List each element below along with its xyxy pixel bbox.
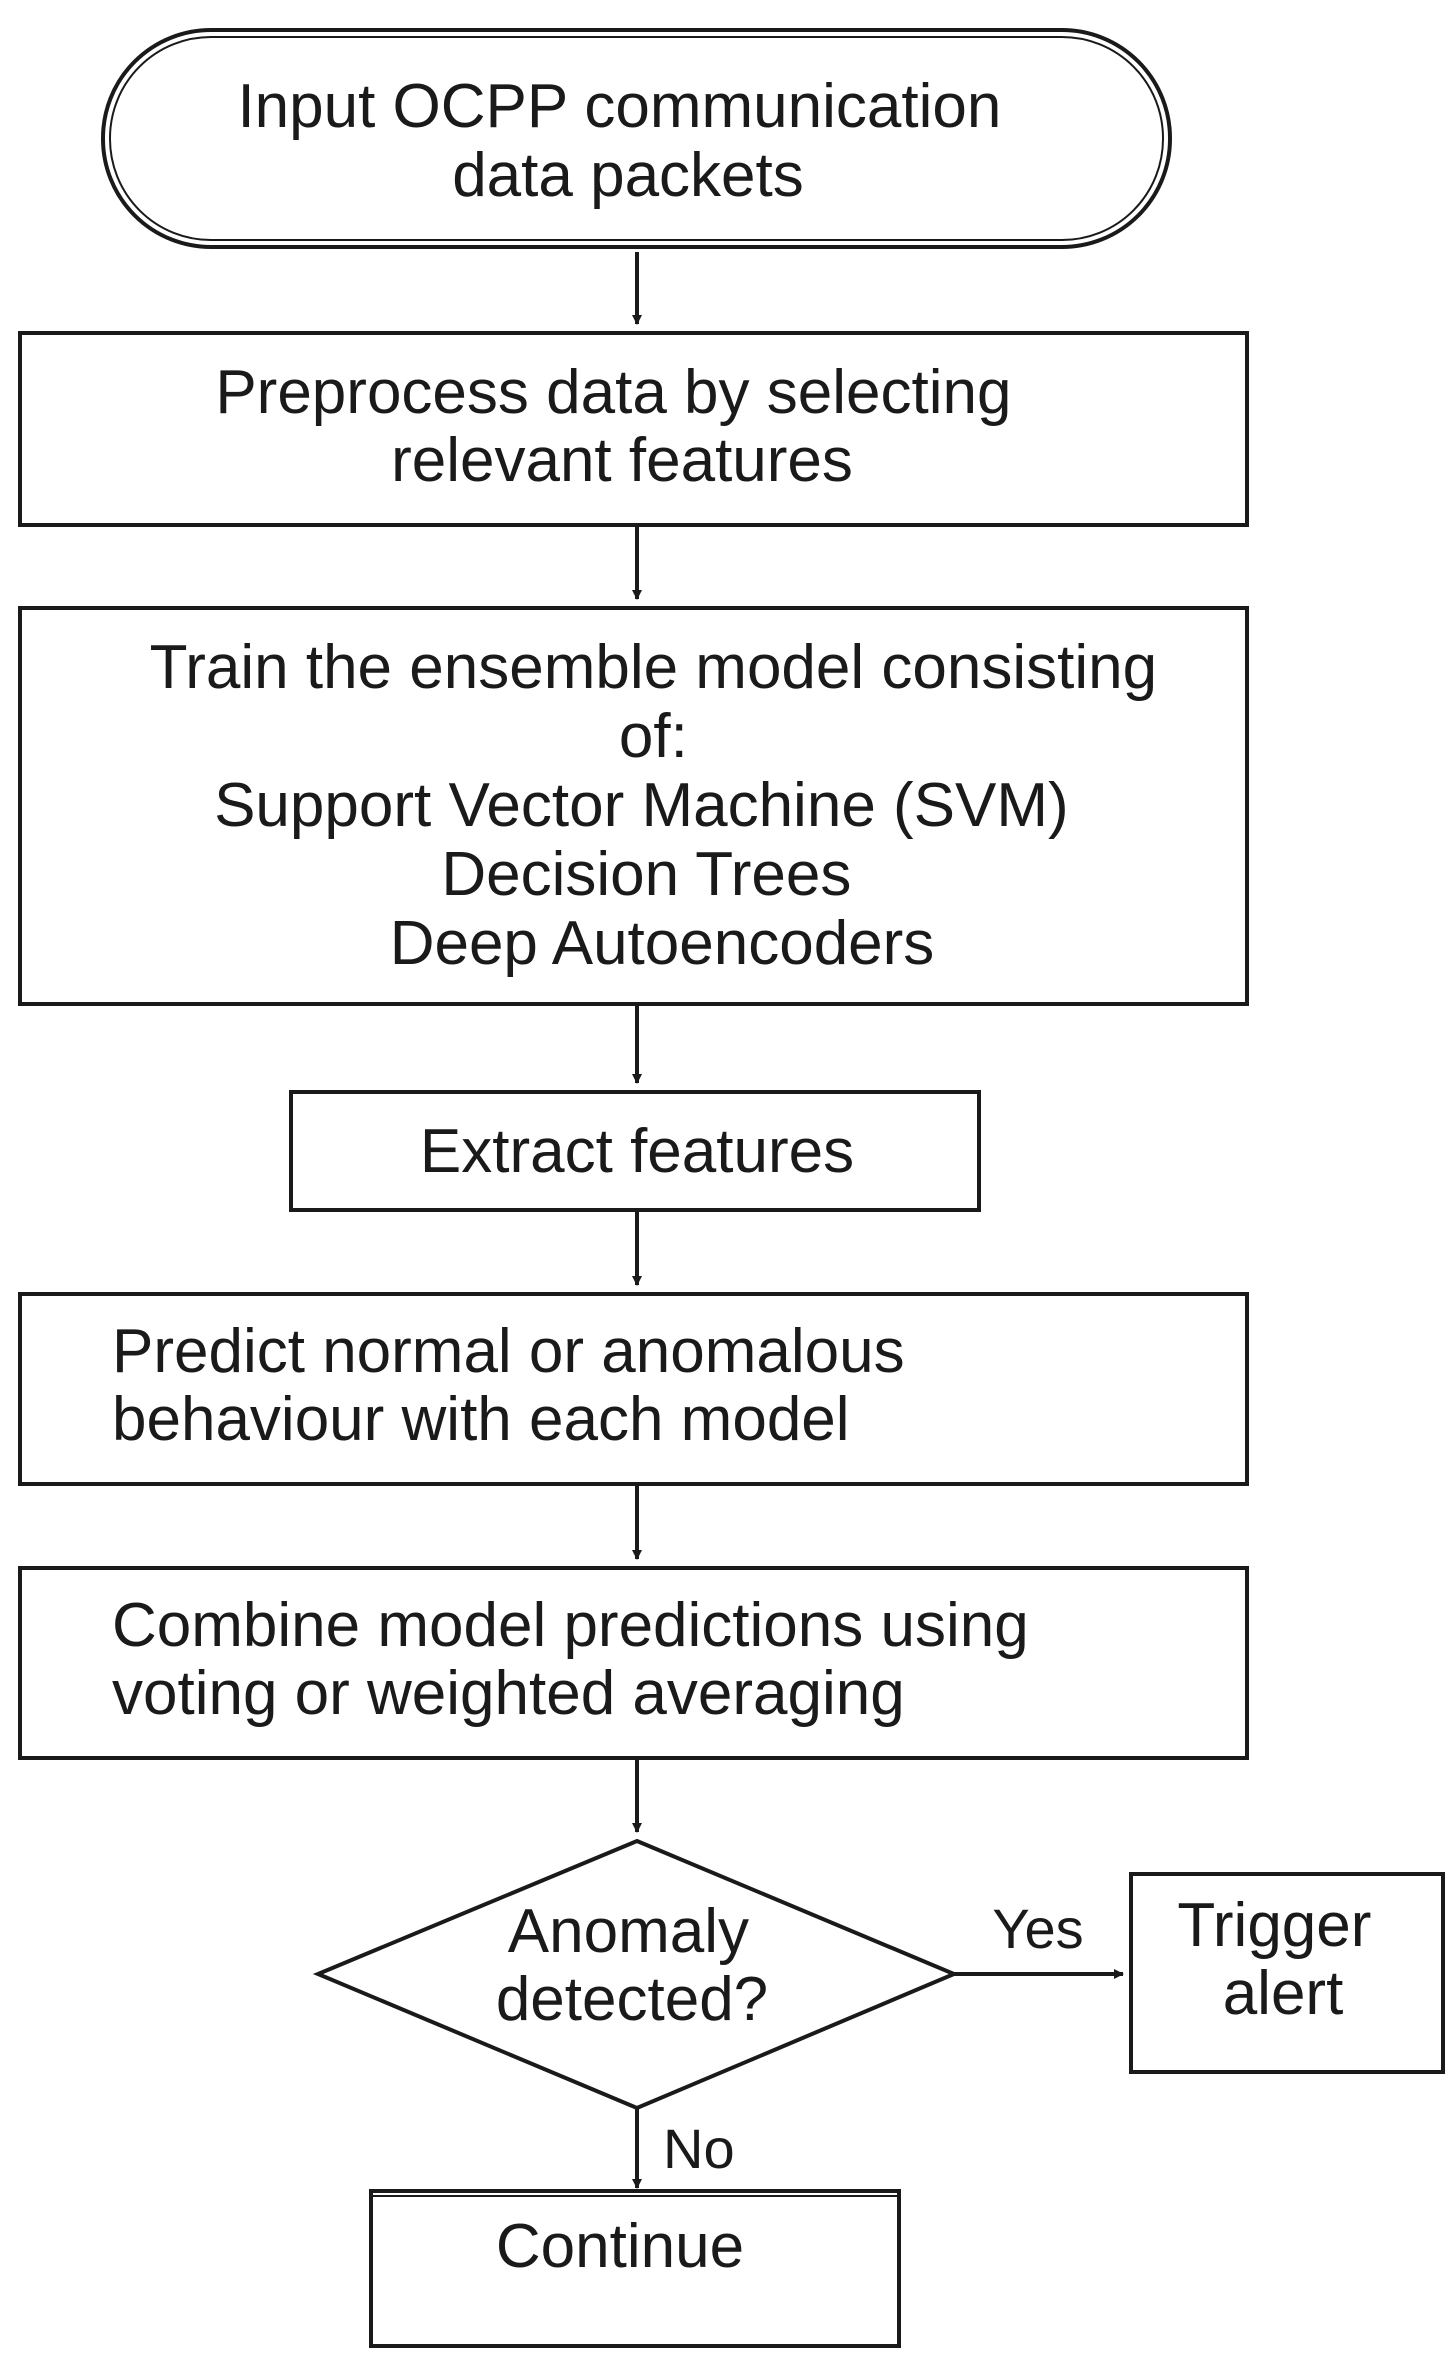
decision-node: Anomaly detected? <box>312 1838 960 2111</box>
predict-node: Predict normal or anomalous behaviour wi… <box>18 1292 1249 1486</box>
preprocess-node: Preprocess data by selecting relevant fe… <box>18 331 1249 527</box>
train-line-2: of: <box>619 702 688 771</box>
continue-line-1: Continue <box>496 2212 744 2281</box>
combine-node: Combine model predictions using voting o… <box>18 1566 1249 1760</box>
preprocess-line-2: relevant features <box>391 426 853 495</box>
train-node: Train the ensemble model consisting of: … <box>18 606 1249 1006</box>
yes-label: Yes <box>992 1897 1083 1960</box>
predict-node-text: Predict normal or anomalous behaviour wi… <box>112 1317 922 1454</box>
decision-line-2: detected? <box>496 1965 768 2034</box>
predict-line-1: Predict normal or anomalous <box>112 1317 905 1386</box>
continue-node: Continue <box>369 2189 901 2348</box>
train-line-5: Deep Autoencoders <box>390 909 935 978</box>
train-line-4: Decision Trees <box>441 840 851 909</box>
alert-line-1: Trigger <box>1177 1891 1371 1960</box>
decision-node-text: Anomaly detected? <box>496 1897 768 2034</box>
extract-line-1: Extract features <box>420 1117 854 1186</box>
extract-node-text: Extract features <box>420 1117 854 1186</box>
alert-node-text: Trigger alert <box>1177 1891 1388 2028</box>
alert-line-2: alert <box>1223 1959 1344 2028</box>
train-line-3: Support Vector Machine (SVM) <box>214 771 1069 840</box>
start-node-text: Input OCPP communication data packets <box>237 72 1018 210</box>
train-node-text: Train the ensemble model consisting of: … <box>150 633 1175 978</box>
start-node: Input OCPP communication data packets <box>101 28 1172 249</box>
combine-line-2: voting or weighted averaging <box>112 1659 905 1728</box>
decision-line-1: Anomaly <box>508 1897 749 1966</box>
start-line-1: Input OCPP communication <box>237 72 1001 141</box>
preprocess-line-1: Preprocess data by selecting <box>215 358 1011 427</box>
predict-line-2: behaviour with each model <box>112 1385 850 1454</box>
preprocess-node-text: Preprocess data by selecting relevant fe… <box>215 358 1028 495</box>
continue-node-text: Continue <box>496 2212 744 2281</box>
start-line-2: data packets <box>452 141 804 210</box>
train-line-1: Train the ensemble model consisting <box>150 633 1157 702</box>
alert-node: Trigger alert <box>1129 1872 1445 2074</box>
no-label: No <box>663 2117 735 2180</box>
combine-line-1: Combine model predictions using <box>112 1591 1029 1660</box>
extract-node: Extract features <box>289 1090 981 1212</box>
combine-node-text: Combine model predictions using voting o… <box>112 1591 1046 1728</box>
